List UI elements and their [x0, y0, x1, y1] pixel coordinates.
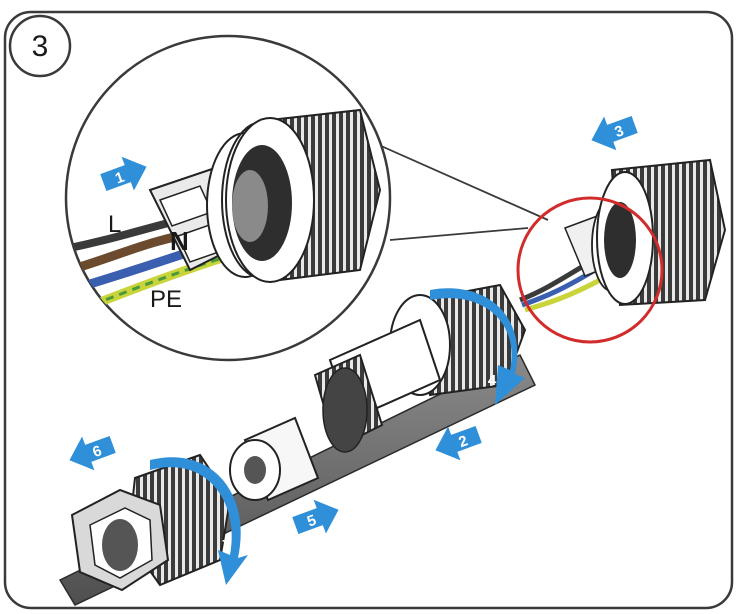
- red-circle-highlight-icon: [516, 196, 664, 344]
- direction-arrow-5-icon: 5: [292, 499, 339, 534]
- arrow-4-label: 4: [488, 372, 497, 389]
- zoom-leader-bottom: [389, 227, 529, 241]
- connector-housing: [519, 158, 727, 313]
- rotation-arrow-7-icon: 7: [150, 457, 248, 585]
- step-badge: 3: [8, 14, 72, 78]
- wire-label-earth: PE: [150, 286, 182, 313]
- step-number: 3: [32, 30, 49, 63]
- rotation-arrow-4-icon: 4: [430, 288, 525, 405]
- direction-arrow-6-icon: 6: [69, 436, 116, 471]
- zoom-detail-circle: L N PE 1: [64, 34, 392, 362]
- arrow-7-label: 7: [222, 537, 230, 554]
- direction-arrow-3-icon: 3: [591, 116, 638, 151]
- end-cap-nut: [70, 453, 232, 592]
- wire-label-live: L: [108, 211, 121, 238]
- direction-arrow-2-icon: 2: [435, 426, 482, 461]
- seal-ring: [229, 416, 320, 502]
- direction-arrow-1-icon: 1: [100, 156, 147, 191]
- wire-label-neutral: N: [170, 226, 189, 256]
